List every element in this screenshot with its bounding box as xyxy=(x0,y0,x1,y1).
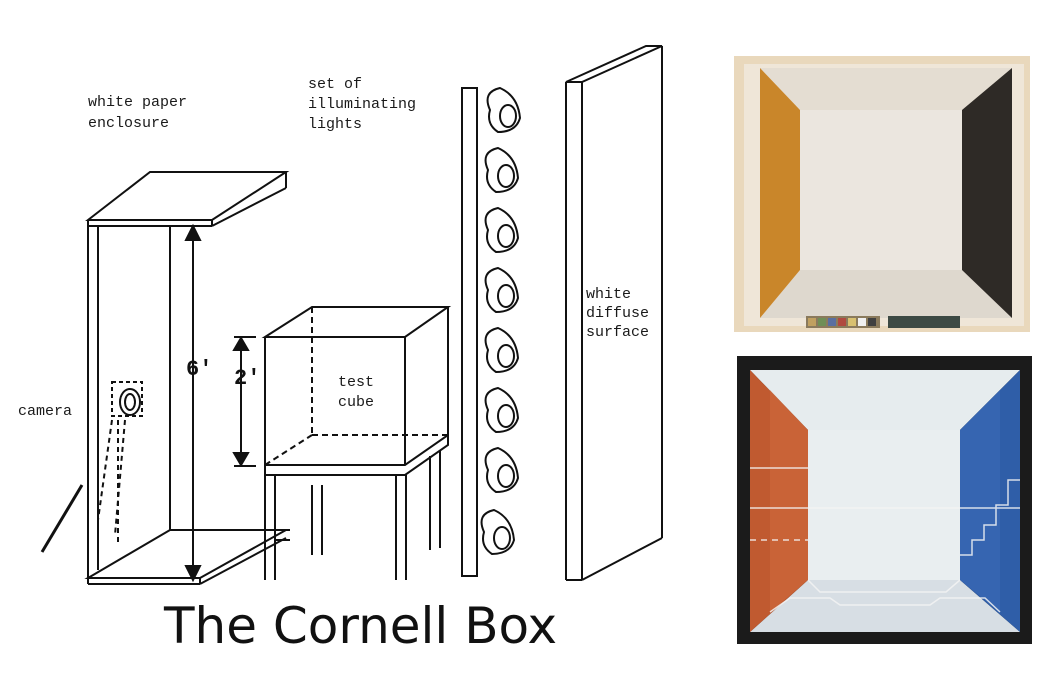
label-lights-line3: lights xyxy=(308,116,362,133)
render-simulated-box xyxy=(737,356,1032,644)
camera-sketch xyxy=(40,381,143,553)
dimension-arrow-6ft xyxy=(184,223,202,583)
light-lamp xyxy=(486,86,522,134)
light-lamp xyxy=(480,508,516,556)
test-cube-sketch xyxy=(261,306,452,580)
label-surface-line2: diffuse xyxy=(586,305,649,322)
lights-sketch xyxy=(461,86,522,577)
label-cube-line1: test xyxy=(338,374,374,391)
label-enclosure-line2: enclosure xyxy=(88,115,169,132)
dimension-arrow-2ft xyxy=(232,336,256,467)
light-lamp xyxy=(484,206,520,254)
light-lamp xyxy=(484,266,520,314)
figure-title: The Cornell Box xyxy=(163,597,557,655)
label-camera: camera xyxy=(18,403,72,420)
label-lights-line1: set of xyxy=(308,76,362,93)
light-lamp xyxy=(484,446,520,494)
label-enclosure-line1: white paper xyxy=(88,94,187,111)
label-surface-line1: white xyxy=(586,286,631,303)
diffuse-surface-sketch xyxy=(565,45,663,581)
photo-real-box xyxy=(734,56,1030,332)
dimension-label-2ft: 2' xyxy=(234,366,260,391)
light-lamp xyxy=(484,146,520,194)
light-lamp xyxy=(484,326,520,374)
label-surface-line3: surface xyxy=(586,324,649,341)
label-lights-line2: illuminating xyxy=(308,96,416,113)
light-lamp xyxy=(484,386,520,434)
enclosure-sketch xyxy=(84,171,290,585)
dimension-label-6ft: 6' xyxy=(186,357,212,382)
label-cube-line2: cube xyxy=(338,394,374,411)
